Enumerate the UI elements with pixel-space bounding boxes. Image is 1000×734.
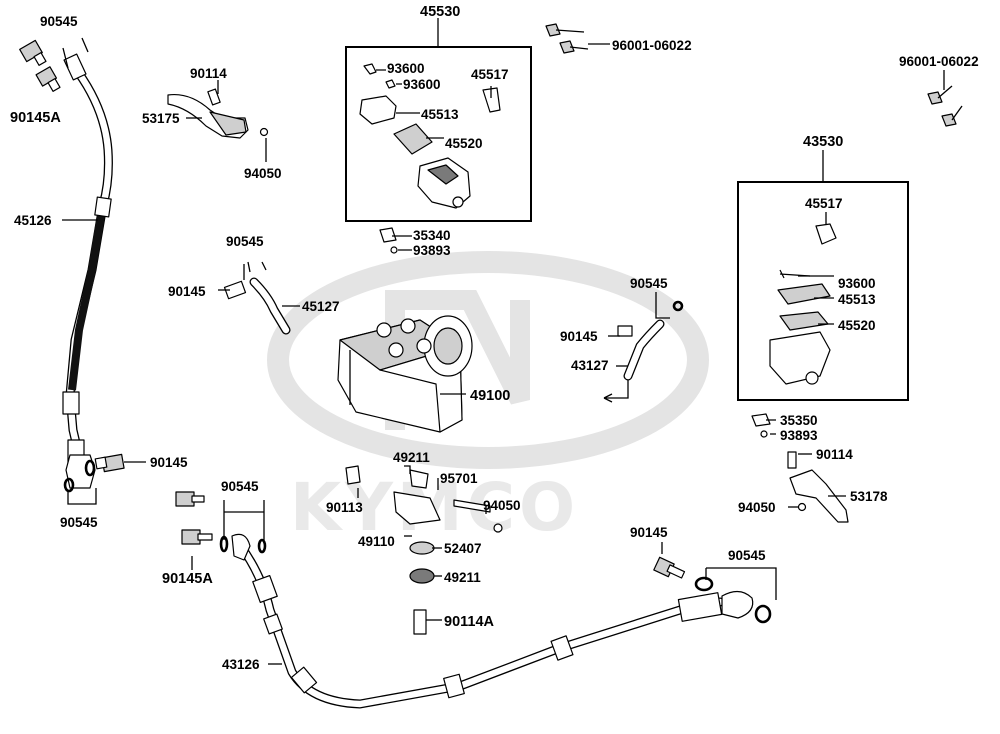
front-reservoir-parts[interactable] [359,63,501,209]
label-49110[interactable]: 49110 [358,534,395,549]
label-90145-right[interactable]: 90145 [560,329,598,344]
label-45513-front[interactable]: 45513 [421,107,459,122]
label-94050-bracket[interactable]: 94050 [483,498,521,513]
label-45127[interactable]: 45127 [302,299,340,314]
label-45513-rear[interactable]: 45513 [838,292,876,307]
leader-lines [62,43,945,665]
front-hose[interactable] [62,53,113,489]
right-hose[interactable] [603,300,684,403]
rear-brake-lever[interactable] [787,451,849,523]
label-90145-bottom[interactable]: 90145 [630,525,668,540]
front-brake-lever[interactable] [167,88,269,139]
label-52407[interactable]: 52407 [444,541,482,556]
label-90114-front[interactable]: 90114 [190,66,227,81]
mirror-bolts-top[interactable] [545,23,589,54]
banjo-bolt-bottom-right[interactable] [653,556,772,624]
label-94050-rear[interactable]: 94050 [738,500,776,515]
label-90545-bottom[interactable]: 90545 [728,548,766,563]
label-93893-rear[interactable]: 93893 [780,428,818,443]
banjo-bolt-left-joint[interactable] [63,453,125,493]
banjo-bolt-top-left[interactable] [19,39,61,92]
label-93600-b[interactable]: 93600 [403,77,441,92]
label-45126[interactable]: 45126 [14,213,52,228]
label-94050-front[interactable]: 94050 [244,166,282,181]
label-45517-front[interactable]: 45517 [471,67,509,82]
front-brake-switch[interactable] [379,227,398,254]
label-43127[interactable]: 43127 [571,358,609,373]
label-95701[interactable]: 95701 [440,471,478,486]
rear-reservoir-parts[interactable] [769,223,837,385]
label-90113[interactable]: 90113 [326,500,363,515]
banjo-bolt-lower-left[interactable] [175,491,267,561]
label-90545-top-left[interactable]: 90545 [40,14,78,29]
label-53175[interactable]: 53175 [142,111,180,126]
label-45520-front[interactable]: 45520 [445,136,483,151]
abs-unit[interactable] [337,315,473,433]
label-93600-a[interactable]: 93600 [387,61,425,76]
label-90545-right[interactable]: 90545 [630,276,668,291]
label-90545-lower[interactable]: 90545 [221,479,259,494]
label-90545-mid[interactable]: 90545 [226,234,264,249]
abs-bracket-parts[interactable] [345,465,503,635]
label-53178[interactable]: 53178 [850,489,888,504]
label-90145A-top[interactable]: 90145A [10,110,61,126]
label-35340[interactable]: 35340 [413,228,451,243]
label-90145-left[interactable]: 90145 [150,455,188,470]
label-43530[interactable]: 43530 [803,134,843,150]
label-45517-rear[interactable]: 45517 [805,196,843,211]
label-49211-top[interactable]: 49211 [393,450,430,465]
mid-hose[interactable] [223,261,291,335]
label-90114A[interactable]: 90114A [444,614,495,630]
part-labels: 45530 43530 90545 90145A 90114 53175 940… [10,4,979,672]
label-49100[interactable]: 49100 [470,388,510,404]
label-93893-front[interactable]: 93893 [413,243,451,258]
kymco-watermark: KYMCO [267,251,709,546]
label-45530[interactable]: 45530 [420,4,460,20]
label-90145-mid[interactable]: 90145 [168,284,206,299]
lower-hose[interactable] [235,540,754,709]
label-93600-rear[interactable]: 93600 [838,276,876,291]
label-45520-rear[interactable]: 45520 [838,318,876,333]
label-90145A-lower[interactable]: 90145A [162,571,213,587]
label-43126[interactable]: 43126 [222,657,260,672]
mirror-bolts-right[interactable] [927,85,963,127]
label-96001-a[interactable]: 96001-06022 [612,38,692,53]
label-90545-left[interactable]: 90545 [60,515,98,530]
label-96001-b[interactable]: 96001-06022 [899,54,979,69]
label-35350[interactable]: 35350 [780,413,818,428]
rear-brake-switch[interactable] [751,413,771,438]
label-90114-rear[interactable]: 90114 [816,447,853,462]
label-49211[interactable]: 49211 [444,570,481,585]
